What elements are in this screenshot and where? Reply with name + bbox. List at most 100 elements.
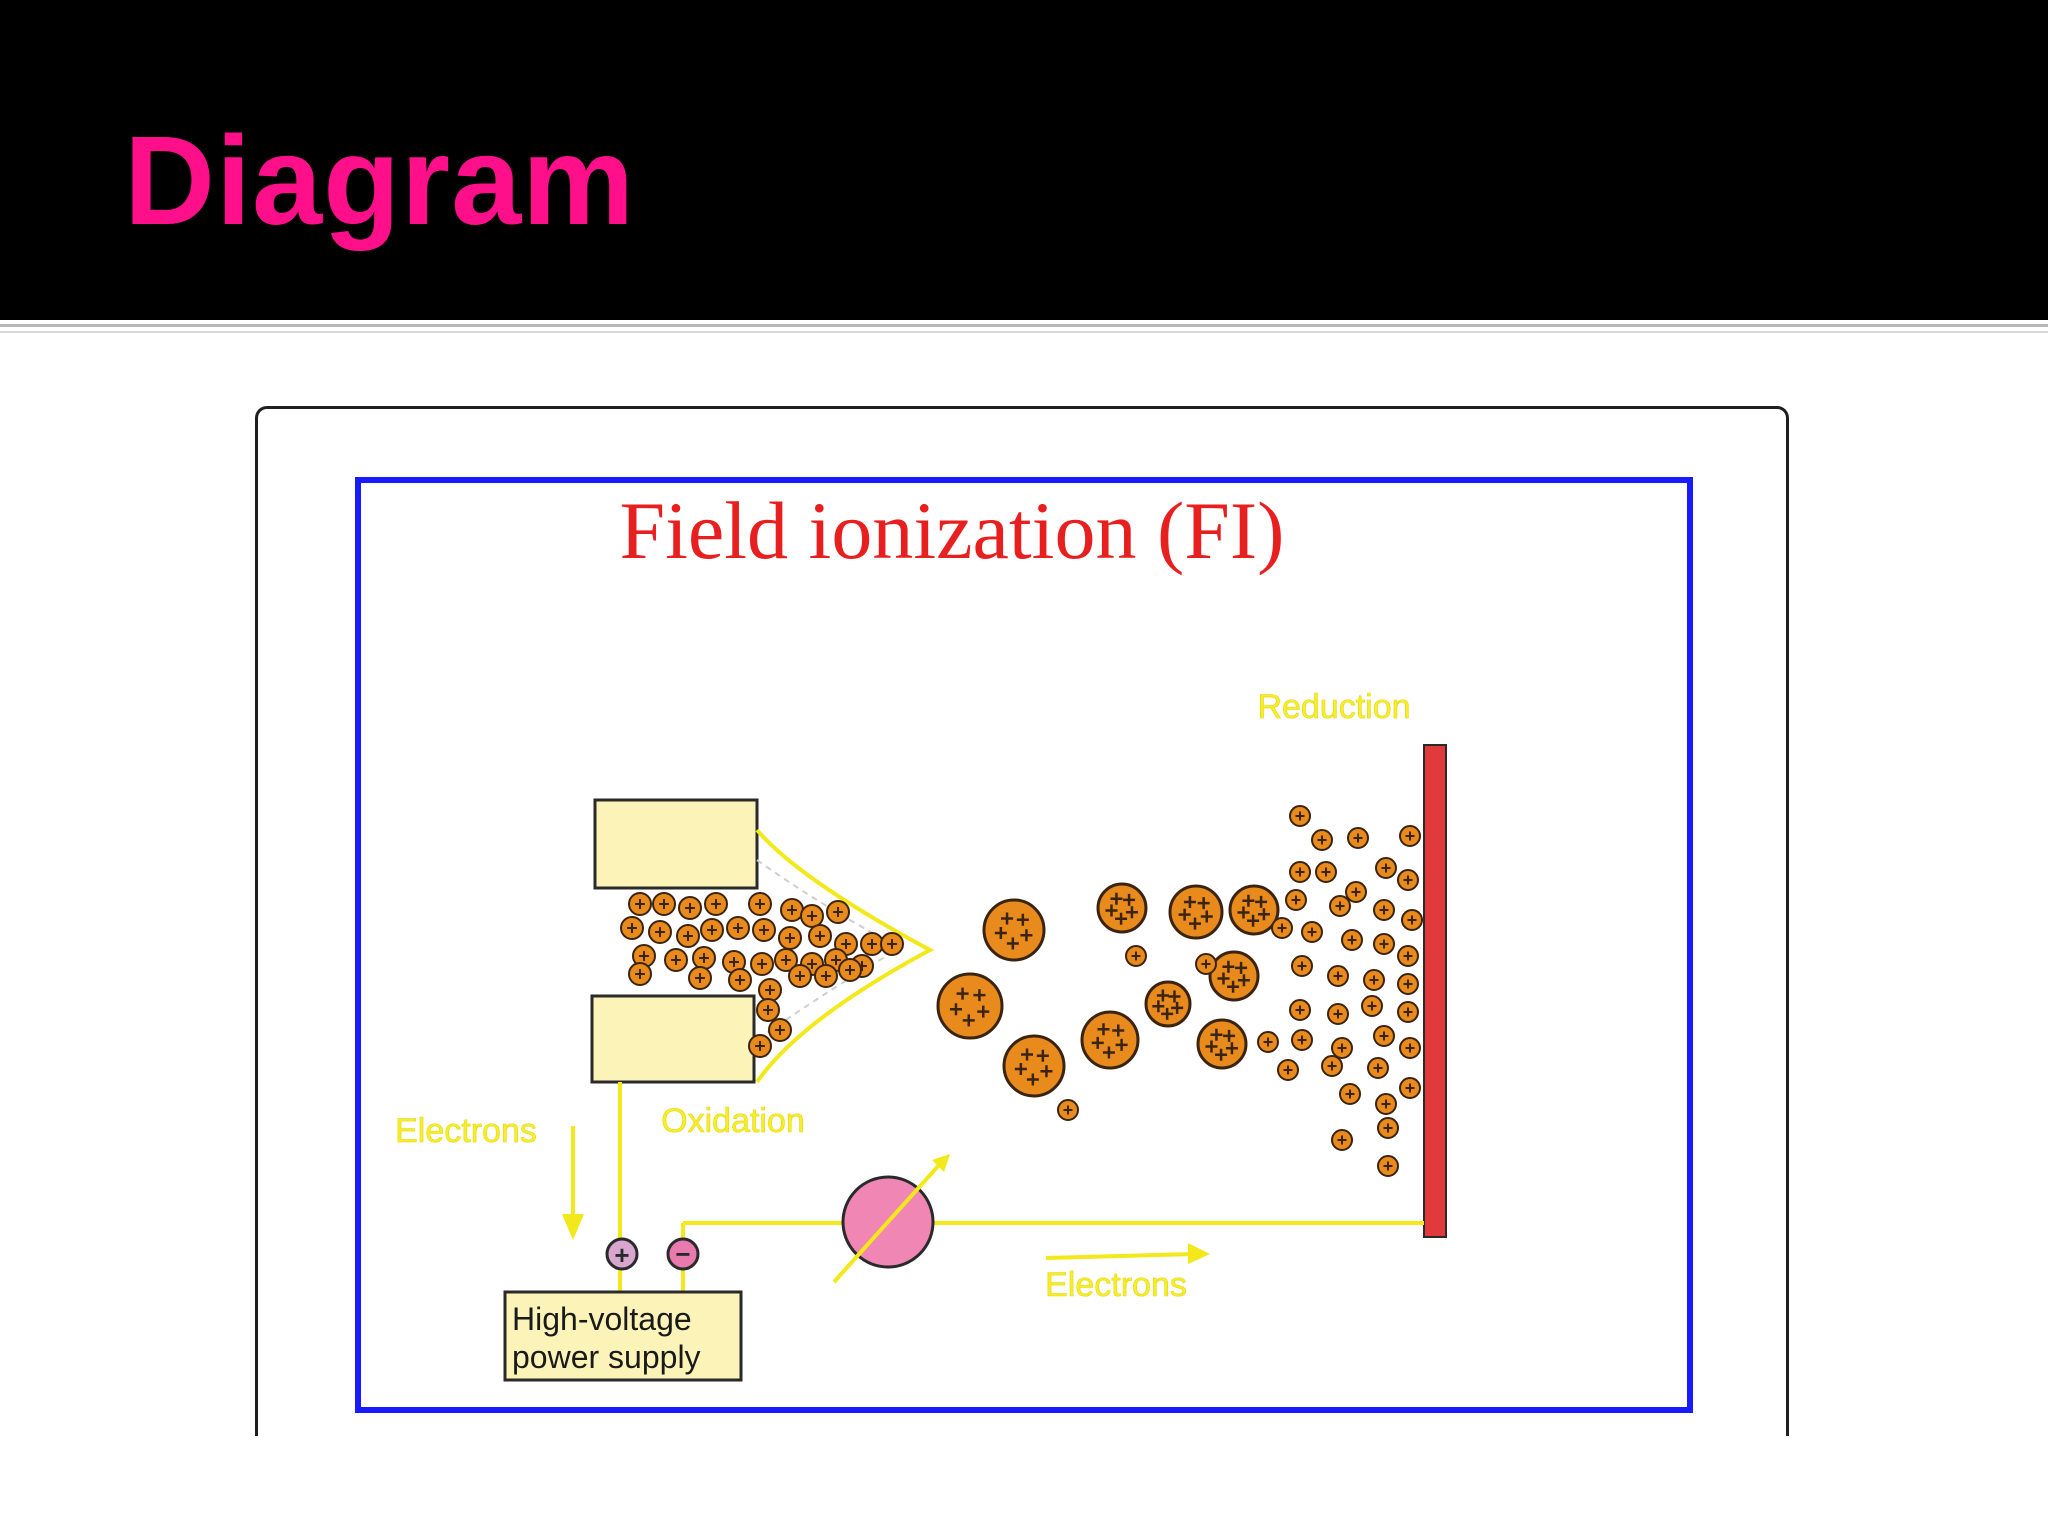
- slide-title: Diagram: [124, 110, 636, 251]
- ion-droplet: [768, 1018, 792, 1042]
- ion-droplet: [726, 916, 750, 940]
- ion-droplet: [758, 978, 782, 1002]
- ion-droplet: [780, 898, 804, 922]
- label-electrons-bottom: Electrons: [1045, 1266, 1187, 1304]
- power-supply-box: [503, 1290, 743, 1382]
- terminal-positive-sign: +: [614, 1240, 629, 1270]
- ion-droplet: [880, 932, 904, 956]
- power-supply-label-line1: High-voltage: [512, 1301, 692, 1337]
- ion-droplet: [692, 946, 716, 970]
- ion-droplet: [1397, 869, 1419, 891]
- ion-droplet: [1271, 917, 1293, 939]
- ion-droplet: [1331, 1129, 1353, 1151]
- ion-droplet: [676, 924, 700, 948]
- ion-droplet: [1289, 805, 1311, 827]
- header-divider-thin: [0, 331, 2048, 333]
- ion-droplet: [788, 964, 812, 988]
- ion-droplet: [778, 926, 802, 950]
- ion-droplet: [1367, 1057, 1389, 1079]
- arrow-electrons-down: [562, 1126, 584, 1240]
- ion-droplet: [1321, 1055, 1343, 1077]
- ion-droplet: [1285, 889, 1307, 911]
- ion-droplet: [1341, 929, 1363, 951]
- ion-droplet: [1373, 899, 1395, 921]
- ion-droplet: [1373, 933, 1395, 955]
- ion-droplet: [1399, 1077, 1421, 1099]
- taylor-cone: [755, 828, 935, 1084]
- ion-droplet: [1377, 1155, 1399, 1177]
- figure-title: Field ionization (FI): [619, 485, 1284, 576]
- ion-droplet: [700, 918, 724, 942]
- ion-droplet: [1375, 1093, 1397, 1115]
- ion-droplet: [1401, 909, 1423, 931]
- ion-droplet: [1291, 1029, 1313, 1051]
- ion-droplet: [1125, 945, 1147, 967]
- ion-droplet: [1399, 825, 1421, 847]
- ion-droplet: [1315, 861, 1337, 883]
- charged-droplet: [1096, 882, 1148, 934]
- counter-electrode: [1423, 744, 1447, 1238]
- ion-droplet: [752, 918, 776, 942]
- ion-droplet: [1289, 861, 1311, 883]
- ion-droplet: [1057, 1099, 1079, 1121]
- capillary-lower: [590, 994, 756, 1084]
- charged-droplet: [1208, 950, 1260, 1002]
- ion-droplet: [1327, 965, 1349, 987]
- ion-droplet: [1195, 953, 1217, 975]
- charged-droplet: [1196, 1018, 1248, 1070]
- ion-droplet: [860, 932, 884, 956]
- ion-droplet: [628, 962, 652, 986]
- ion-droplet: [688, 966, 712, 990]
- ion-droplet: [1363, 969, 1385, 991]
- ion-droplet: [1345, 881, 1367, 903]
- ion-droplet: [1397, 945, 1419, 967]
- ion-droplet: [750, 952, 774, 976]
- terminal-positive: [605, 1237, 639, 1271]
- circuit-wires: [618, 1082, 1424, 1292]
- ion-droplet: [1397, 973, 1419, 995]
- charged-droplet: [1228, 884, 1280, 936]
- ion-droplet: [1373, 1025, 1395, 1047]
- ion-droplet: [826, 900, 850, 924]
- terminal-negative: [666, 1237, 700, 1271]
- slide-header: Diagram: [0, 0, 2048, 320]
- ion-droplet: [664, 948, 688, 972]
- ion-droplet: [1311, 829, 1333, 851]
- ion-droplet: [756, 998, 780, 1022]
- ion-droplet: [728, 968, 752, 992]
- ion-droplet: [678, 896, 702, 920]
- ion-droplet: [748, 892, 772, 916]
- ion-droplet: [808, 924, 832, 948]
- charged-droplet: [1002, 1034, 1066, 1098]
- label-electrons-left: Electrons: [395, 1112, 537, 1150]
- ion-droplet: [774, 948, 798, 972]
- ion-droplet: [1331, 1037, 1353, 1059]
- ion-droplet: [1301, 921, 1323, 943]
- ion-droplet: [1397, 1001, 1419, 1023]
- ion-droplet: [1257, 1031, 1279, 1053]
- droplet-group: [620, 805, 1423, 1177]
- ion-droplet: [648, 920, 672, 944]
- capillary-upper: [593, 798, 759, 890]
- ion-droplet: [814, 964, 838, 988]
- ion-droplet: [652, 892, 676, 916]
- ion-droplet: [704, 892, 728, 916]
- ion-droplet: [1291, 955, 1313, 977]
- header-divider: [0, 324, 2048, 327]
- arrow-electrons-right: [1045, 1243, 1210, 1264]
- ion-droplet: [1289, 999, 1311, 1021]
- ion-droplet: [1375, 857, 1397, 879]
- ion-droplet: [1399, 1037, 1421, 1059]
- charged-droplet: [1144, 980, 1192, 1028]
- ion-droplet: [838, 958, 862, 982]
- terminal-negative-sign: −: [675, 1239, 690, 1269]
- charged-droplet: [1168, 884, 1224, 940]
- charged-droplet: [982, 898, 1046, 962]
- ion-droplet: [748, 1034, 772, 1058]
- label-reduction: Reduction: [1257, 688, 1410, 726]
- ion-droplet: [1327, 1003, 1349, 1025]
- ion-droplet: [1339, 1083, 1361, 1105]
- power-supply-label-line2: power supply: [512, 1339, 701, 1375]
- label-oxidation: Oxidation: [661, 1102, 805, 1140]
